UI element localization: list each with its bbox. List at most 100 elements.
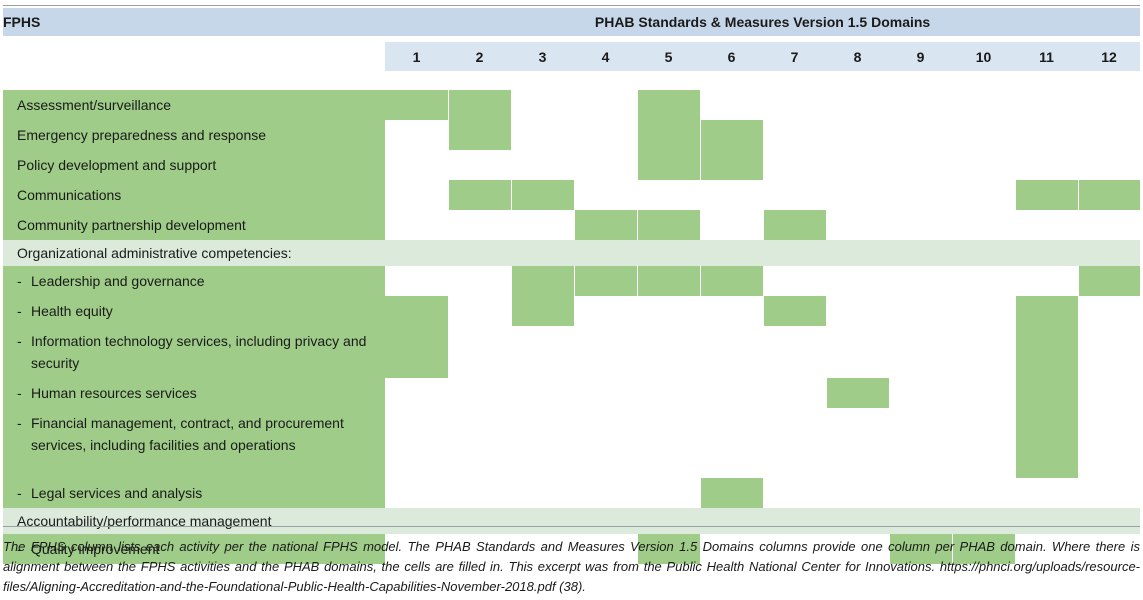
activity-label: Emergency preparedness and response <box>3 120 385 150</box>
fphs-phab-alignment-table: FPHS PHAB Standards & Measures Version 1… <box>3 8 1141 564</box>
alignment-cell-empty <box>700 326 764 378</box>
domain-header-8: 8 <box>826 42 889 71</box>
alignment-cell-empty <box>385 180 449 210</box>
alignment-cell-filled <box>448 120 512 150</box>
alignment-cell-empty <box>448 408 512 478</box>
alignment-cell-empty <box>574 534 638 564</box>
alignment-cell-empty <box>826 296 890 326</box>
alignment-cell-empty <box>763 534 827 564</box>
alignment-cell-empty <box>448 266 512 296</box>
activity-label-text: Financial management, contract, and proc… <box>31 415 344 453</box>
activity-label-text: Emergency preparedness and response <box>17 127 267 143</box>
alignment-cell-filled <box>448 180 512 210</box>
alignment-cell-empty <box>826 478 890 508</box>
alignment-cell-empty <box>889 210 953 240</box>
alignment-cell-empty <box>1078 326 1141 378</box>
alignment-cell-filled <box>637 534 701 564</box>
activity-label: Community partnership development <box>3 210 385 240</box>
alignment-cell-empty <box>952 408 1016 478</box>
alignment-cell-empty <box>511 534 575 564</box>
alignment-cell-filled <box>700 150 764 180</box>
table-caption: The FPHS column lists each activity per … <box>3 539 1140 594</box>
section-row: Accountability/performance management <box>3 508 1141 534</box>
alignment-cell-empty <box>1015 150 1079 180</box>
alignment-cell-empty <box>763 378 827 408</box>
alignment-cell-empty <box>700 408 764 478</box>
alignment-cell-filled <box>889 534 953 564</box>
alignment-cell-empty <box>763 150 827 180</box>
alignment-cell-empty <box>574 296 638 326</box>
alignment-cell-filled <box>700 478 764 508</box>
table-row: -Leadership and governance <box>3 266 1141 296</box>
domain-header-9: 9 <box>889 42 952 71</box>
bottom-rule <box>3 526 1140 527</box>
activity-label-text: Assessment/surveillance <box>17 97 172 113</box>
alignment-cell-empty <box>511 326 575 378</box>
alignment-cell-empty <box>385 150 449 180</box>
alignment-cell-filled <box>511 296 575 326</box>
alignment-cell-empty <box>511 90 575 120</box>
alignment-cell-empty <box>574 120 638 150</box>
table-row: Community partnership development <box>3 210 1141 240</box>
alignment-cell-empty <box>574 180 638 210</box>
alignment-cell-filled <box>637 150 701 180</box>
alignment-cell-empty <box>1078 210 1141 240</box>
section-label-text: Accountability/performance management <box>17 513 272 529</box>
activity-label: -Information technology services, includ… <box>3 326 385 378</box>
alignment-cell-empty <box>511 478 575 508</box>
table-row: Assessment/surveillance <box>3 90 1141 120</box>
alignment-cell-empty <box>1078 150 1141 180</box>
alignment-cell-empty <box>952 266 1016 296</box>
alignment-cell-empty <box>763 408 827 478</box>
alignment-cell-empty <box>889 478 953 508</box>
alignment-cell-empty <box>385 378 449 408</box>
activity-label-text: Policy development and support <box>17 157 217 173</box>
alignment-cell-empty <box>700 210 764 240</box>
activity-label: Assessment/surveillance <box>3 90 385 120</box>
alignment-cell-empty <box>637 478 701 508</box>
alignment-cell-empty <box>952 90 1016 120</box>
alignment-cell-empty <box>1078 120 1141 150</box>
alignment-cell-empty <box>448 378 512 408</box>
list-dash: - <box>17 333 22 349</box>
alignment-cell-empty <box>889 180 953 210</box>
alignment-cell-filled <box>511 180 575 210</box>
table-row: Emergency preparedness and response <box>3 120 1141 150</box>
alignment-cell-filled <box>1078 266 1141 296</box>
section-label: Organizational administrative competenci… <box>3 240 1141 266</box>
activity-label: -Quality improvement <box>3 534 385 564</box>
activity-label: -Legal services and analysis <box>3 478 385 508</box>
alignment-cell-filled <box>448 90 512 120</box>
alignment-cell-empty <box>448 326 512 378</box>
alignment-cell-empty <box>889 296 953 326</box>
top-rule <box>3 5 1140 6</box>
alignment-cell-empty <box>1078 90 1141 120</box>
alignment-cell-empty <box>700 534 764 564</box>
domain-header-5: 5 <box>637 42 700 71</box>
alignment-cell-empty <box>511 150 575 180</box>
activity-label-text: Leadership and governance <box>31 273 205 289</box>
alignment-cell-empty <box>448 478 512 508</box>
list-dash: - <box>17 415 22 431</box>
alignment-cell-empty <box>1078 378 1141 408</box>
alignment-cell-empty <box>385 266 449 296</box>
list-dash: - <box>17 303 22 319</box>
alignment-cell-empty <box>385 120 449 150</box>
activity-label: -Financial management, contract, and pro… <box>3 408 385 478</box>
alignment-cell-empty <box>448 534 512 564</box>
alignment-cell-empty <box>826 210 890 240</box>
phab-domains-header: PHAB Standards & Measures Version 1.5 Do… <box>385 8 1141 36</box>
alignment-cell-empty <box>1015 478 1079 508</box>
alignment-cell-empty <box>385 478 449 508</box>
alignment-cell-empty <box>889 378 953 408</box>
domain-header-11: 11 <box>1015 42 1078 71</box>
alignment-cell-empty <box>763 120 827 150</box>
alignment-cell-empty <box>1078 534 1141 564</box>
table-row: -Health equity <box>3 296 1141 326</box>
alignment-cell-filled <box>385 326 449 378</box>
alignment-cell-empty <box>511 378 575 408</box>
list-dash: - <box>17 541 22 557</box>
table-row: Communications <box>3 180 1141 210</box>
alignment-cell-empty <box>1015 90 1079 120</box>
alignment-cell-filled <box>763 296 827 326</box>
